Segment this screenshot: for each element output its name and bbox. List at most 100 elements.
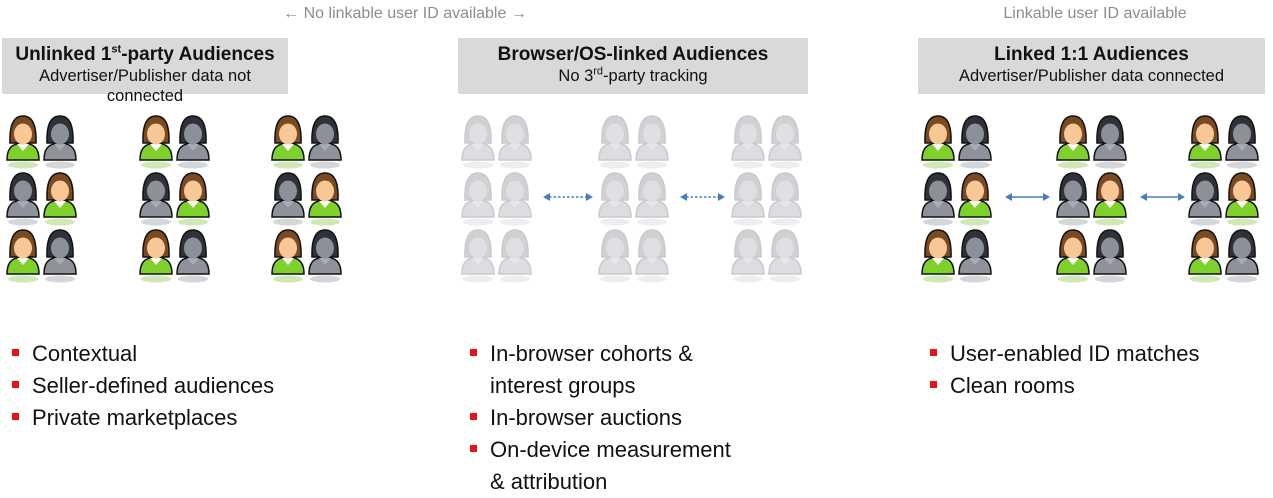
- linked-user-icon: [920, 227, 956, 283]
- hidden-user-icon: [767, 113, 803, 169]
- hidden-user-icon: [634, 113, 670, 169]
- feature-item: In-browser auctions: [470, 402, 731, 434]
- feature-item: & attribution: [470, 466, 731, 498]
- title-text: Linked 1:1 Audiences: [994, 44, 1189, 65]
- unlinked-user-icon: [307, 227, 343, 283]
- subtitle-text: No 3: [558, 67, 594, 85]
- hidden-user-icon: [634, 170, 670, 226]
- bidirectional-arrow-icon: [1140, 190, 1185, 204]
- unlinked-user-icon: [270, 170, 306, 226]
- unlinked-user-icon: [42, 113, 78, 169]
- linked-user-icon: [307, 170, 343, 226]
- feature-text: User-enabled ID matches: [950, 341, 1200, 366]
- panel-header: Linked 1:1 Audiences Advertiser/Publishe…: [918, 38, 1265, 94]
- bullet-icon: [12, 413, 19, 420]
- bidirectional-arrow-icon: [543, 190, 593, 204]
- unlinked-user-icon: [1092, 113, 1128, 169]
- hidden-user-icon: [767, 227, 803, 283]
- unlinked-user-icon: [1224, 227, 1260, 283]
- feature-item: Contextual: [12, 338, 274, 370]
- hidden-user-icon: [767, 170, 803, 226]
- panel-header: Unlinked 1st-party Audiences Advertiser/…: [2, 38, 288, 105]
- panel-header: Browser/OS-linked Audiences No 3rd-party…: [458, 38, 808, 94]
- linked-user-icon: [42, 170, 78, 226]
- hidden-user-icon: [730, 170, 766, 226]
- unlinked-user-icon: [957, 113, 993, 169]
- unlinked-user-icon: [1055, 170, 1091, 226]
- unlinked-user-icon: [957, 227, 993, 283]
- bidirectional-arrow-icon: [1005, 190, 1050, 204]
- hidden-user-icon: [497, 227, 533, 283]
- feature-text: Contextual: [32, 341, 138, 366]
- feature-item: Seller-defined audiences: [12, 370, 274, 402]
- feature-item: Private marketplaces: [12, 402, 274, 434]
- linked-user-icon: [5, 227, 41, 283]
- feature-text: & attribution: [490, 469, 608, 494]
- linked-user-icon: [270, 113, 306, 169]
- panel-title: Unlinked 1st-party Audiences: [2, 43, 288, 66]
- subtitle-text-rest: -party tracking: [603, 67, 708, 85]
- panel-title: Linked 1:1 Audiences: [918, 43, 1265, 66]
- feature-item: User-enabled ID matches: [930, 338, 1199, 370]
- bullet-icon: [930, 349, 937, 356]
- feature-text: In-browser cohorts &: [490, 341, 693, 366]
- linked-user-icon: [920, 113, 956, 169]
- unlinked-user-icon: [1187, 170, 1223, 226]
- linked-user-icon: [1055, 227, 1091, 283]
- panel-subtitle: No 3rd-party tracking: [458, 66, 808, 86]
- subtitle-text: Advertiser/Publisher data connected: [958, 67, 1225, 85]
- unlinked-user-icon: [175, 227, 211, 283]
- title-superscript: st: [111, 43, 122, 56]
- unlinked-user-icon: [1224, 113, 1260, 169]
- feature-text: On-device measurement: [490, 437, 731, 462]
- no-linkable-id-label: ← No linkable user ID available →: [283, 5, 527, 22]
- hidden-user-icon: [460, 113, 496, 169]
- feature-item: interest groups: [470, 370, 731, 402]
- unlinked-user-icon: [175, 113, 211, 169]
- feature-item: In-browser cohorts &: [470, 338, 731, 370]
- title-text: Browser/OS-linked Audiences: [497, 44, 769, 65]
- hidden-user-icon: [497, 113, 533, 169]
- bidirectional-arrow-icon: [680, 190, 725, 204]
- subtitle-text: Advertiser/Publisher data not connected: [39, 67, 251, 105]
- linked-user-icon: [138, 227, 174, 283]
- bullet-icon: [470, 445, 477, 452]
- hidden-user-icon: [730, 227, 766, 283]
- title-text: Unlinked 1: [15, 44, 112, 65]
- linkable-id-label: Linkable user ID available: [1003, 5, 1187, 22]
- hidden-user-icon: [634, 227, 670, 283]
- subtitle-superscript: rd: [593, 65, 604, 78]
- linked-user-icon: [1187, 113, 1223, 169]
- panel-title: Browser/OS-linked Audiences: [458, 43, 808, 66]
- linked-user-icon: [270, 227, 306, 283]
- feature-item: Clean rooms: [930, 370, 1199, 402]
- unlinked-user-icon: [307, 113, 343, 169]
- bullet-icon: [930, 381, 937, 388]
- hidden-user-icon: [460, 227, 496, 283]
- feature-item: On-device measurement: [470, 434, 731, 466]
- feature-text: Seller-defined audiences: [32, 373, 275, 398]
- feature-text: Clean rooms: [950, 373, 1075, 398]
- linked-user-icon: [957, 170, 993, 226]
- hidden-user-icon: [497, 170, 533, 226]
- unlinked-user-icon: [138, 170, 174, 226]
- unlinked-user-icon: [920, 170, 956, 226]
- bullet-icon: [12, 381, 19, 388]
- linked-user-icon: [175, 170, 211, 226]
- bullet-icon: [470, 413, 477, 420]
- hidden-user-icon: [460, 170, 496, 226]
- linked-user-icon: [138, 113, 174, 169]
- panel-subtitle: Advertiser/Publisher data not connected: [2, 66, 288, 106]
- linked-user-icon: [1055, 113, 1091, 169]
- linked-user-icon: [5, 113, 41, 169]
- feature-text: Private marketplaces: [32, 405, 238, 430]
- feature-text: interest groups: [490, 373, 636, 398]
- bullet-icon: [12, 349, 19, 356]
- title-text-rest: -party Audiences: [121, 44, 275, 65]
- unlinked-user-icon: [1092, 227, 1128, 283]
- hidden-user-icon: [597, 170, 633, 226]
- hidden-user-icon: [597, 227, 633, 283]
- feature-text: In-browser auctions: [490, 405, 682, 430]
